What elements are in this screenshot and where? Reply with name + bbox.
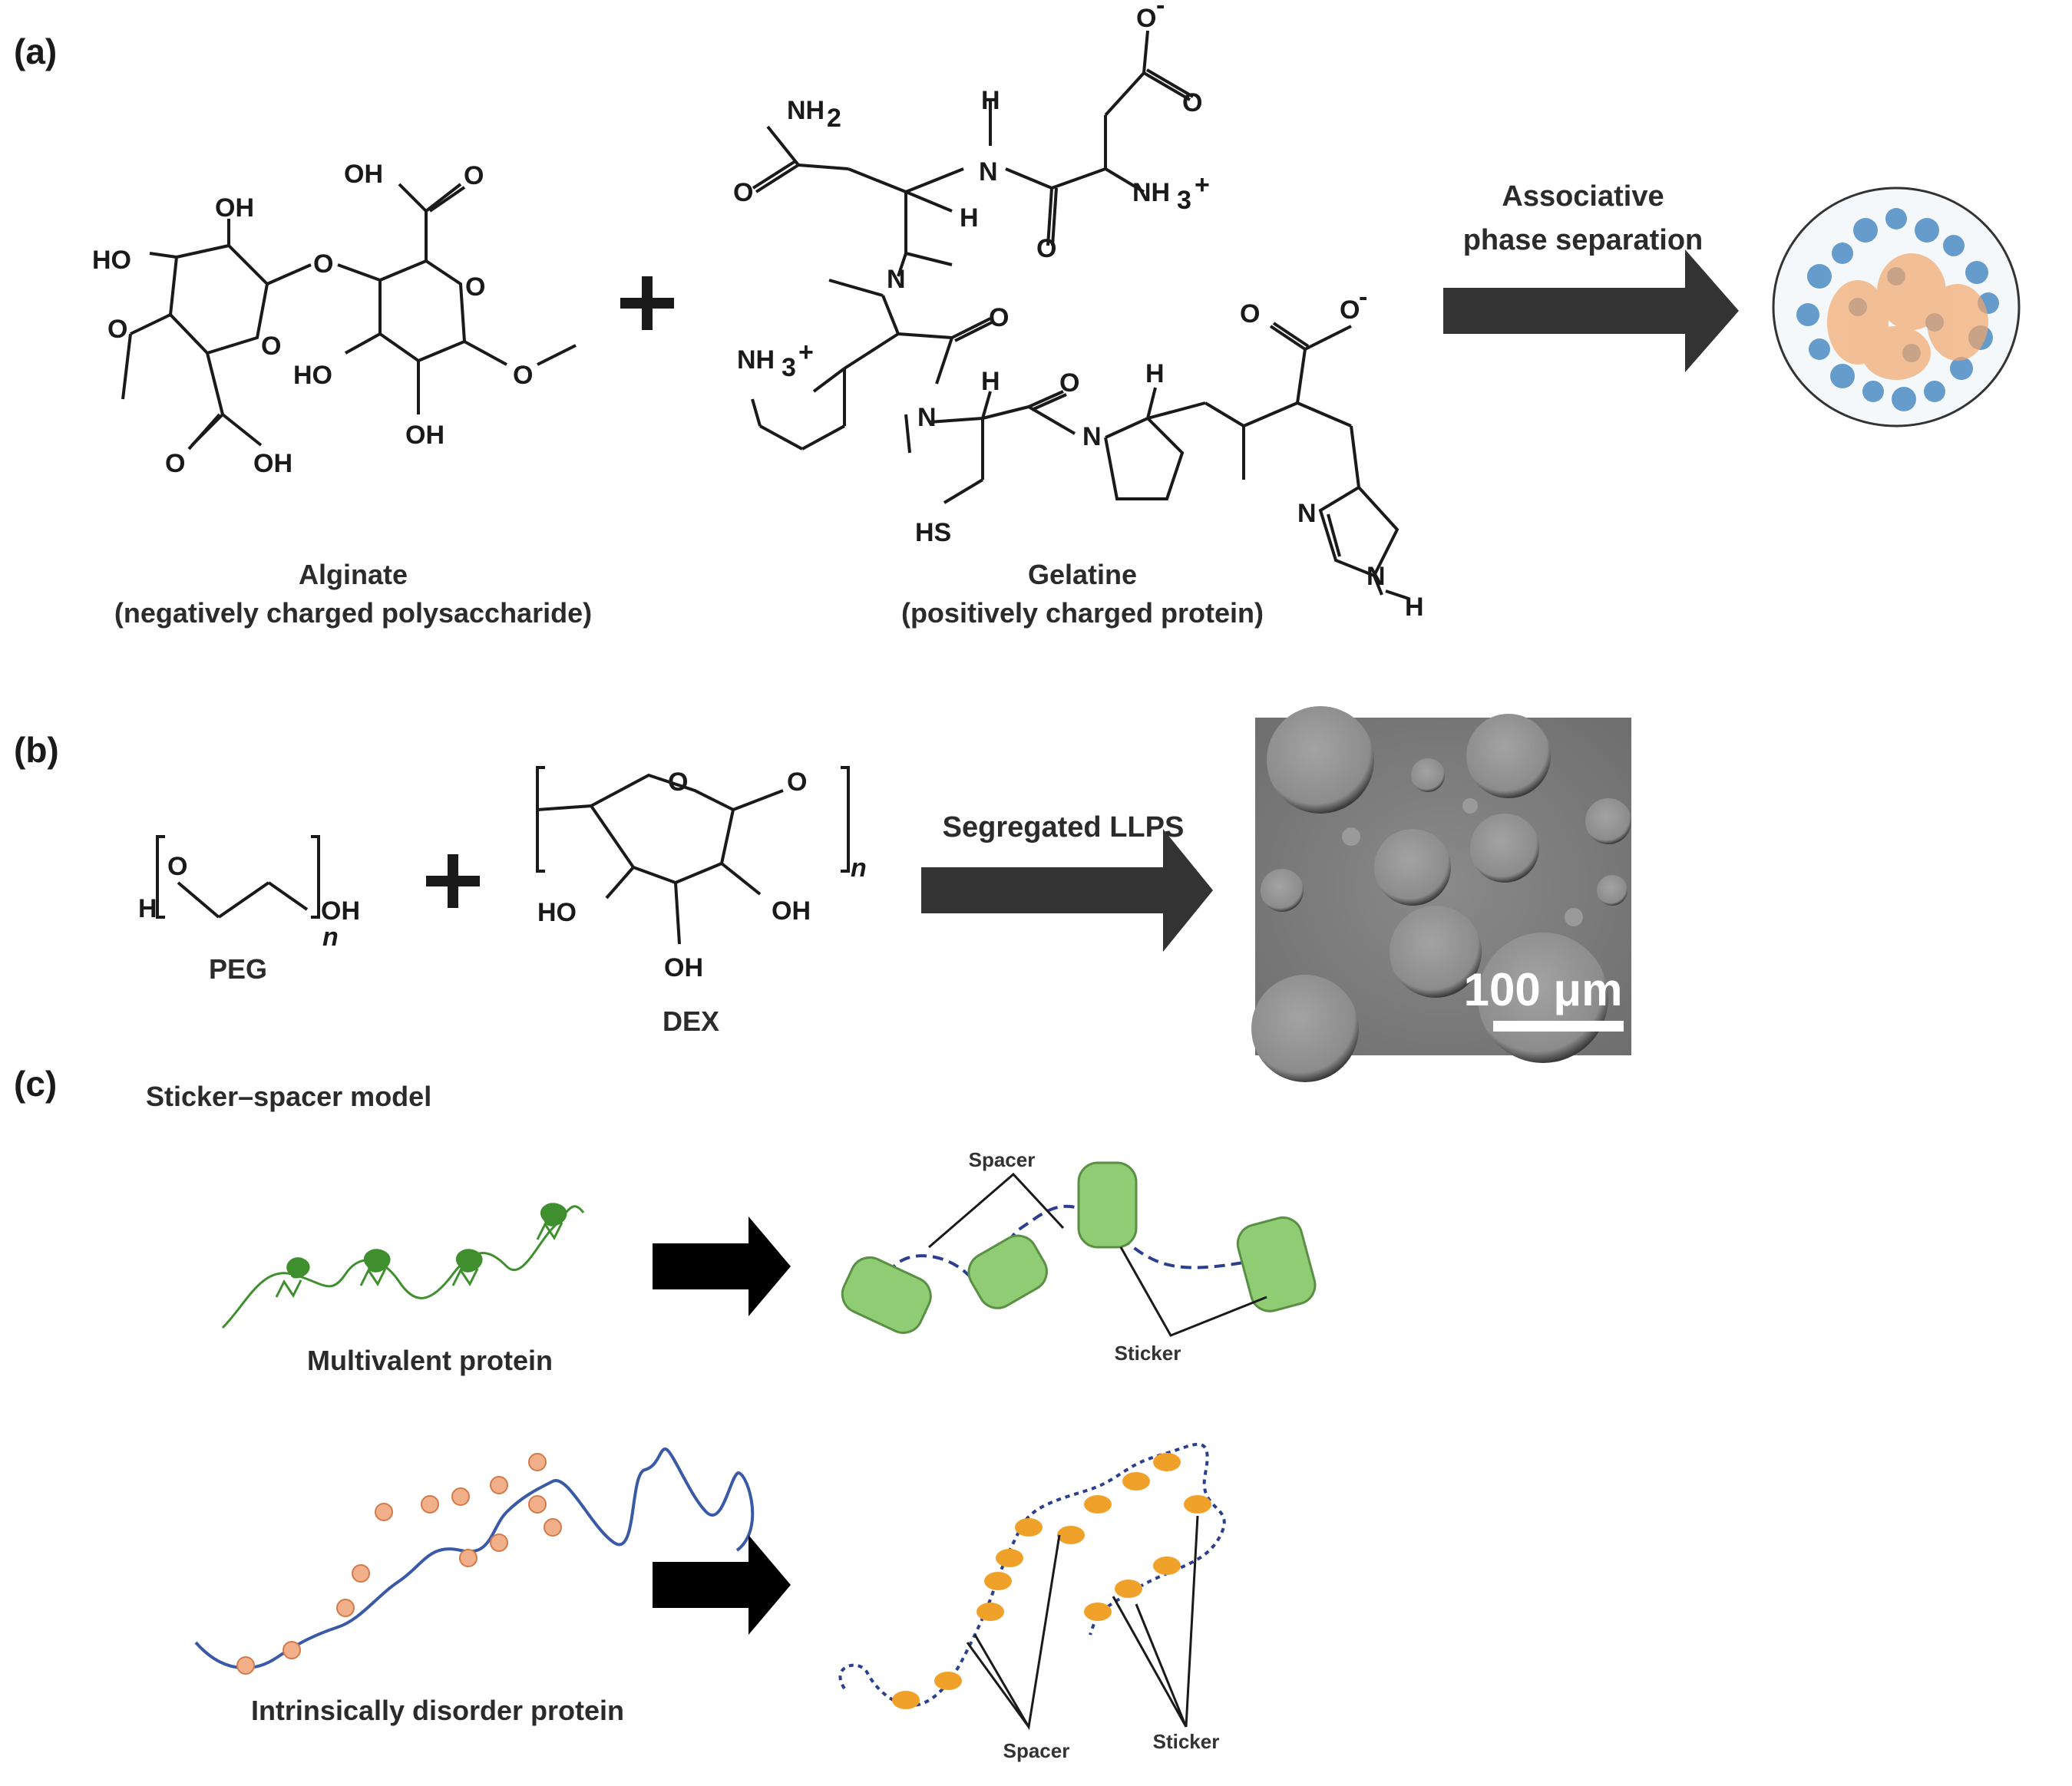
scale-bar [1493, 1021, 1624, 1032]
svg-text:HO: HO [293, 361, 332, 390]
svg-text:NH: NH [787, 96, 825, 125]
idp-model: Spacer Sticker [838, 1442, 1226, 1762]
gelatine-atom-labels: O - NH 2 O H N H O NH 3 + O N O NH 3 + N… [733, 0, 1424, 622]
svg-text:O: O [668, 768, 688, 797]
svg-text:O: O [513, 361, 533, 390]
peg-structure [156, 835, 320, 919]
idp-name: Intrinsically disorder protein [250, 1695, 625, 1726]
svg-text:3: 3 [1177, 186, 1191, 215]
svg-text:O: O [1036, 234, 1056, 263]
svg-text:H: H [1145, 359, 1165, 388]
gelatine-name: Gelatine [1027, 559, 1138, 590]
svg-text:-: - [1359, 282, 1367, 312]
svg-text:O: O [989, 303, 1009, 332]
multivalent-protein-name: Multivalent protein [306, 1345, 553, 1376]
svg-text:HO: HO [537, 898, 577, 927]
svg-text:N: N [917, 403, 937, 432]
peg-name: PEG [208, 953, 268, 985]
arrow-segregated: Segregated LLPS [921, 811, 1213, 952]
svg-text:OH: OH [253, 449, 292, 478]
svg-text:O: O [261, 332, 281, 361]
svg-text:HS: HS [915, 518, 951, 547]
svg-text:N: N [1082, 422, 1102, 451]
svg-text:N: N [1297, 499, 1317, 528]
svg-text:O: O [167, 852, 187, 881]
arrow-associative: Associative phase separation [1443, 180, 1739, 372]
svg-text:phase separation: phase separation [1463, 224, 1704, 256]
svg-text:H: H [981, 86, 1000, 115]
svg-text:OH: OH [344, 160, 383, 189]
svg-text:+: + [798, 338, 814, 367]
multivalent-model: Spacer Sticker [841, 1148, 1317, 1365]
svg-text:Associative: Associative [1502, 180, 1664, 213]
svg-text:3: 3 [782, 353, 796, 382]
spacer-label-top: Spacer [969, 1148, 1036, 1171]
svg-text:2: 2 [827, 104, 841, 133]
panel-c-label: (c) [14, 1064, 58, 1104]
gelatine-description: (positively charged protein) [901, 597, 1264, 629]
scale-bar-label: 100 μm [1464, 964, 1623, 1015]
svg-text:O: O [787, 768, 807, 797]
arrow-c-bottom [653, 1535, 791, 1635]
arrow-c-top [653, 1217, 791, 1316]
svg-text:O: O [465, 272, 485, 302]
dex-name: DEX [662, 1005, 720, 1037]
svg-text:O: O [1059, 368, 1079, 398]
svg-text:-: - [1156, 0, 1165, 20]
condensate-droplet [1772, 187, 2021, 428]
svg-text:O: O [107, 315, 127, 344]
svg-text:N: N [1366, 562, 1386, 591]
svg-text:N: N [887, 265, 906, 294]
dex-structure [536, 766, 850, 945]
alginate-structure [121, 183, 577, 451]
alginate-name: Alginate [298, 559, 408, 590]
idp-icon [194, 1448, 755, 1675]
svg-text:O: O [1182, 88, 1202, 117]
svg-text:O: O [1136, 4, 1156, 33]
panel-b-label: (b) [14, 730, 59, 770]
svg-text:OH: OH [664, 953, 703, 982]
sticker-label-bottom: Sticker [1153, 1730, 1220, 1753]
svg-text:OH: OH [405, 421, 444, 450]
gelatine-structure [751, 30, 1409, 600]
svg-text:N: N [979, 157, 998, 187]
alginate-description: (negatively charged polysaccharide) [114, 597, 593, 629]
svg-text:NH: NH [1132, 178, 1170, 207]
svg-text:H: H [981, 367, 1000, 396]
svg-text:n: n [322, 923, 339, 952]
plus-sign-b [426, 854, 480, 908]
svg-text:H: H [138, 894, 157, 923]
svg-text:O: O [165, 449, 185, 478]
svg-text:O: O [733, 178, 753, 207]
spacer-label-bottom: Spacer [1003, 1739, 1070, 1762]
alginate-atom-labels: OH HO O O O OH O OH O O HO OH O [92, 160, 533, 478]
svg-text:OH: OH [321, 896, 360, 926]
llps-micrograph: 100 μm [1251, 706, 1631, 1082]
svg-text:OH: OH [772, 896, 811, 926]
plus-sign-a [620, 276, 674, 330]
svg-text:O: O [313, 249, 333, 279]
svg-text:OH: OH [215, 193, 254, 223]
svg-text:+: + [1195, 170, 1210, 200]
dex-atom-labels: O O n HO OH OH [537, 768, 867, 982]
svg-text:n: n [851, 853, 867, 883]
svg-text:O: O [1340, 295, 1360, 325]
svg-text:Segregated LLPS: Segregated LLPS [943, 811, 1185, 843]
svg-text:HO: HO [92, 246, 131, 275]
svg-text:O: O [1240, 299, 1260, 328]
sticker-label-top: Sticker [1115, 1342, 1181, 1365]
panel-a-label: (a) [14, 31, 58, 71]
svg-text:H: H [960, 203, 979, 233]
svg-text:H: H [1405, 593, 1424, 622]
svg-text:NH: NH [737, 345, 775, 375]
sticker-spacer-title: Sticker–spacer model [146, 1081, 432, 1112]
multivalent-protein-icon [221, 1203, 585, 1329]
svg-text:O: O [464, 161, 484, 190]
peg-atom-labels: H O n OH [138, 852, 360, 952]
